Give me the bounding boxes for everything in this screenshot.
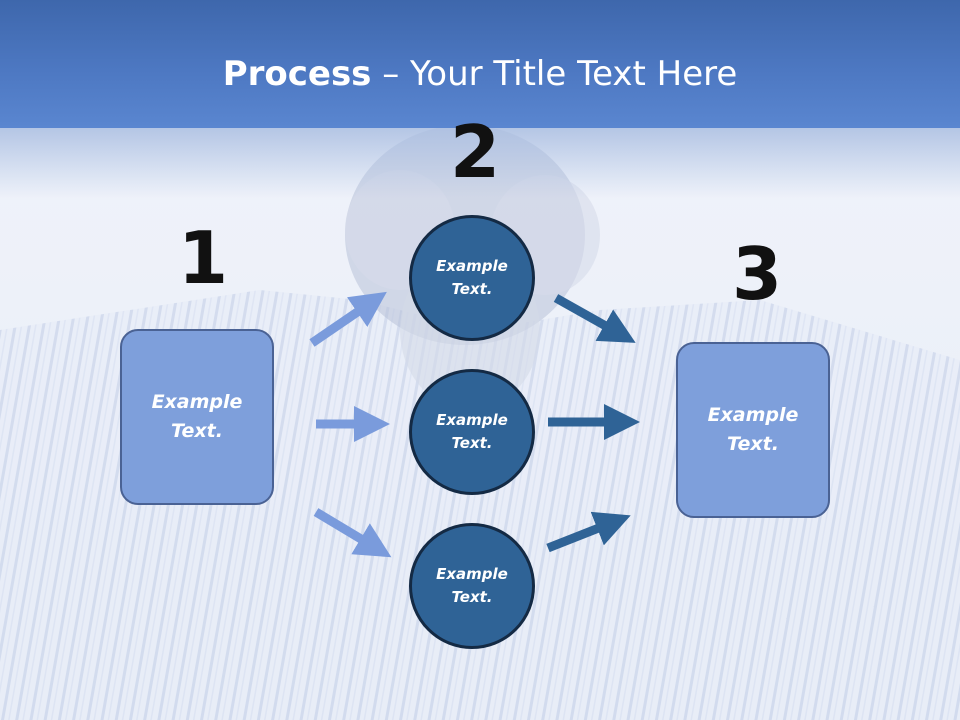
- step-number-1: 1: [178, 216, 229, 300]
- step-2-text-bottom: Example Text.: [436, 565, 508, 606]
- step-3-text: Example Text.: [707, 404, 799, 455]
- step-2-circle-bottom: Example Text.: [409, 523, 535, 649]
- title-bar: [0, 0, 960, 128]
- step-1-box: Example Text.: [120, 329, 274, 505]
- title-rest: – Your Title Text Here: [371, 54, 738, 94]
- step-2-text-middle: Example Text.: [436, 411, 508, 452]
- step-number-3: 3: [732, 232, 783, 316]
- title-bold: Process: [222, 54, 372, 94]
- step-1-text: Example Text.: [151, 391, 243, 442]
- slide-title: Process – Your Title Text Here: [0, 52, 960, 96]
- step-2-circle-middle: Example Text.: [409, 369, 535, 495]
- step-2-circle-top: Example Text.: [409, 215, 535, 341]
- step-number-2: 2: [450, 110, 501, 194]
- step-2-text-top: Example Text.: [436, 257, 508, 298]
- title-bar-fade: [0, 128, 960, 198]
- step-3-box: Example Text.: [676, 342, 830, 518]
